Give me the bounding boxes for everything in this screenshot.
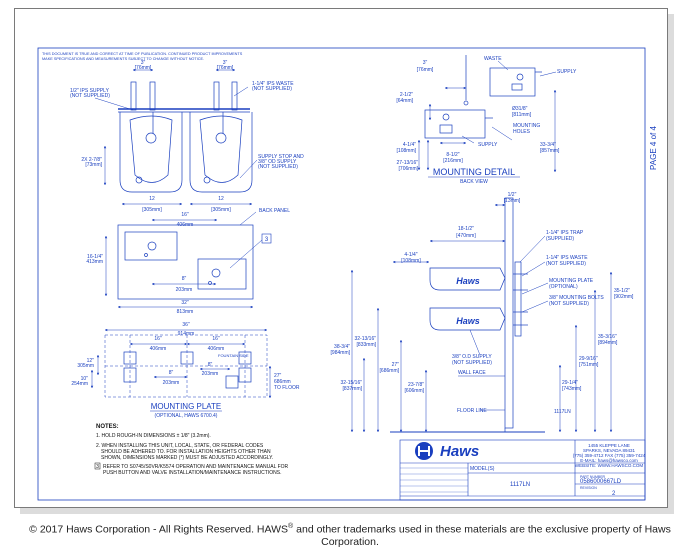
svg-text:MAKE SPECIFICATIONS AND MEASUR: MAKE SPECIFICATIONS AND MEASUREMENTS SUB… [42, 57, 204, 61]
svg-text:12[305mm]: 12[305mm] [142, 196, 162, 213]
svg-text:2. WHEN INSTALLING THIS UNIT,: 2. WHEN INSTALLING THIS UNIT, LOCAL, STA… [96, 443, 273, 461]
revision-label: REVISION [580, 486, 597, 490]
svg-text:2X 2-7/8"[73mm]: 2X 2-7/8"[73mm] [81, 157, 102, 168]
svg-text:2-1/2"[64mm]: 2-1/2"[64mm] [396, 92, 413, 104]
mounting-detail-subtitle: BACK VIEW [460, 179, 488, 185]
haws-logo [415, 442, 433, 460]
side-model-tag: 1117LN [554, 409, 571, 415]
svg-text:1-1/4" IPS TRAP(SUPPLIED): 1-1/4" IPS TRAP(SUPPLIED) [546, 230, 584, 242]
svg-text:8"203mm: 8"203mm [202, 362, 219, 377]
svg-text:8"203mm: 8"203mm [176, 276, 193, 293]
front-ips-waste: 1-1/4" IPS WASTE(NOT SUPPLIED) [252, 81, 294, 92]
back-panel-label: BACK PANEL [259, 208, 290, 214]
side-view [390, 197, 545, 433]
mounting-plate-title: MOUNTING PLATE [151, 402, 222, 411]
svg-text:16"406mm: 16"406mm [208, 336, 225, 352]
svg-text:MOUNTING PLATE(OPTIONAL): MOUNTING PLATE(OPTIONAL) [549, 278, 594, 290]
svg-text:38-3/4"[984mm]: 38-3/4"[984mm] [331, 344, 351, 356]
wall-face-label: WALL FACE [458, 370, 486, 376]
back-panel-view [117, 224, 254, 300]
svg-text:32"813mm: 32"813mm [177, 300, 194, 315]
mounting-detail-title: MOUNTING DETAIL [433, 167, 515, 177]
svg-text:27-13/16"[706mm]: 27-13/16"[706mm] [396, 160, 418, 172]
svg-text:18-1/2"[470mm]: 18-1/2"[470mm] [456, 226, 476, 239]
haws-wordmark: Haws [440, 443, 479, 460]
svg-text:3"[76mm]: 3"[76mm] [135, 60, 152, 71]
svg-text:3"[76mm]: 3"[76mm] [217, 60, 234, 71]
svg-text:32-15/16"[837mm]: 32-15/16"[837mm] [340, 380, 362, 392]
page-label: PAGE 4 of 4 [649, 126, 658, 170]
revision: 2 [612, 491, 616, 497]
header-note-2: MAKE SPECIFICATIONS AND MEASUREMENTS SUB… [42, 57, 204, 61]
svg-text:36"914mm: 36"914mm [178, 322, 195, 337]
notes: NOTES: 1. HOLD ROUGH-IN DIMENSIONS ± 1/8… [94, 424, 289, 476]
title-block [399, 439, 646, 501]
callout-box [261, 233, 272, 244]
svg-text:1. HOLD ROUGH-IN DIMENSIONS ±: 1. HOLD ROUGH-IN DIMENSIONS ± 1/8" (3.2m… [96, 433, 211, 439]
detail-supply-bottom: SUPPLY [478, 142, 498, 148]
svg-text:10"254mm: 10"254mm [71, 376, 88, 387]
models-label: MODEL(S) [470, 466, 495, 472]
svg-text:33-3/4"[857mm]: 33-3/4"[857mm] [540, 142, 560, 154]
svg-text:35-3/16"[894mm]: 35-3/16"[894mm] [598, 334, 618, 346]
header-note-1: THIS DOCUMENT IS TRUE AND CORRECT AT TIM… [42, 52, 243, 56]
svg-text:3: 3 [96, 464, 99, 470]
side-haws-mark-2: Haws [456, 316, 480, 326]
mounting-plate-view [104, 334, 268, 398]
svg-text:3/8" MOUNTING BOLTS(NOT SUPPLI: 3/8" MOUNTING BOLTS(NOT SUPPLIED) [549, 295, 604, 307]
svg-text:16"406mm: 16"406mm [177, 212, 194, 228]
front-ips-supply: 1/2" IPS SUPPLY(NOT SUPPLIED) [70, 88, 110, 99]
model-value: 1117LN [510, 482, 530, 488]
copyright-footer: © 2017 Haws Corporation - All Rights Res… [0, 523, 700, 548]
svg-text:29-9/16"[751mm]: 29-9/16"[751mm] [579, 356, 599, 368]
svg-text:NOTES:: NOTES: [96, 424, 119, 430]
svg-text:3/8" O.D SUPPLY(NOT SUPPLIED): 3/8" O.D SUPPLY(NOT SUPPLIED) [452, 354, 492, 366]
svg-text:THIS DOCUMENT IS TRUE AND CORR: THIS DOCUMENT IS TRUE AND CORRECT AT TIM… [42, 52, 243, 56]
footer-text-after: and other trademarks used in these mater… [293, 523, 671, 548]
svg-text:3"[76mm]: 3"[76mm] [417, 60, 434, 73]
svg-text:29-1/4"[743mm]: 29-1/4"[743mm] [562, 380, 582, 392]
fountain-side-label: FOUNTAIN SIDE [218, 353, 249, 358]
detail-supply-right: SUPPLY [557, 69, 577, 75]
svg-text:12"305mm: 12"305mm [77, 358, 94, 369]
svg-text:4-1/4"[108mm]: 4-1/4"[108mm] [401, 252, 421, 264]
side-haws-mark-1: Haws [456, 276, 480, 286]
part-number: 0586000667LD [580, 479, 622, 485]
svg-text:8-1/2"[216mm]: 8-1/2"[216mm] [443, 152, 463, 164]
footer-text-before: © 2017 Haws Corporation - All Rights Res… [29, 523, 289, 536]
drawing-border [37, 47, 646, 501]
svg-text:8"203mm: 8"203mm [163, 370, 180, 386]
mounting-plate-subtitle: (OPTIONAL, HAWS 6700.4) [155, 413, 218, 419]
svg-text:23-7/8"[606mm]: 23-7/8"[606mm] [405, 382, 425, 394]
svg-text:Ø31/8"[811mm]: Ø31/8"[811mm] [512, 106, 532, 118]
svg-text:1/2"[13mm]: 1/2"[13mm] [504, 192, 521, 204]
detail-waste-label: WASTE [484, 56, 502, 62]
svg-text:27"[686mm]: 27"[686mm] [380, 362, 400, 374]
mounting-detail-view [424, 55, 542, 139]
svg-text:32-13/16"[833mm]: 32-13/16"[833mm] [354, 336, 376, 348]
svg-text:12[305mm]: 12[305mm] [211, 196, 231, 213]
part-number-label: PART NUMBER [580, 475, 606, 479]
registered-mark: ® [288, 523, 294, 530]
svg-text:16"406mm: 16"406mm [150, 336, 167, 352]
svg-text:35-1/2"[902mm]: 35-1/2"[902mm] [614, 288, 634, 300]
svg-text:16-1/4"413mm: 16-1/4"413mm [86, 254, 103, 265]
svg-text:1-1/4" IPS WASTE(NOT SUPPLIED): 1-1/4" IPS WASTE(NOT SUPPLIED) [546, 255, 588, 267]
floor-line-label: FLOOR LINE [457, 408, 487, 414]
svg-text:4-1/4"[108mm]: 4-1/4"[108mm] [397, 142, 417, 154]
svg-text:REFER TO S0745/S0VR/K5574 OPER: REFER TO S0745/S0VR/K5574 OPERATION AND … [103, 464, 289, 476]
callout-3: 3 [265, 237, 269, 243]
front-view [118, 81, 253, 193]
